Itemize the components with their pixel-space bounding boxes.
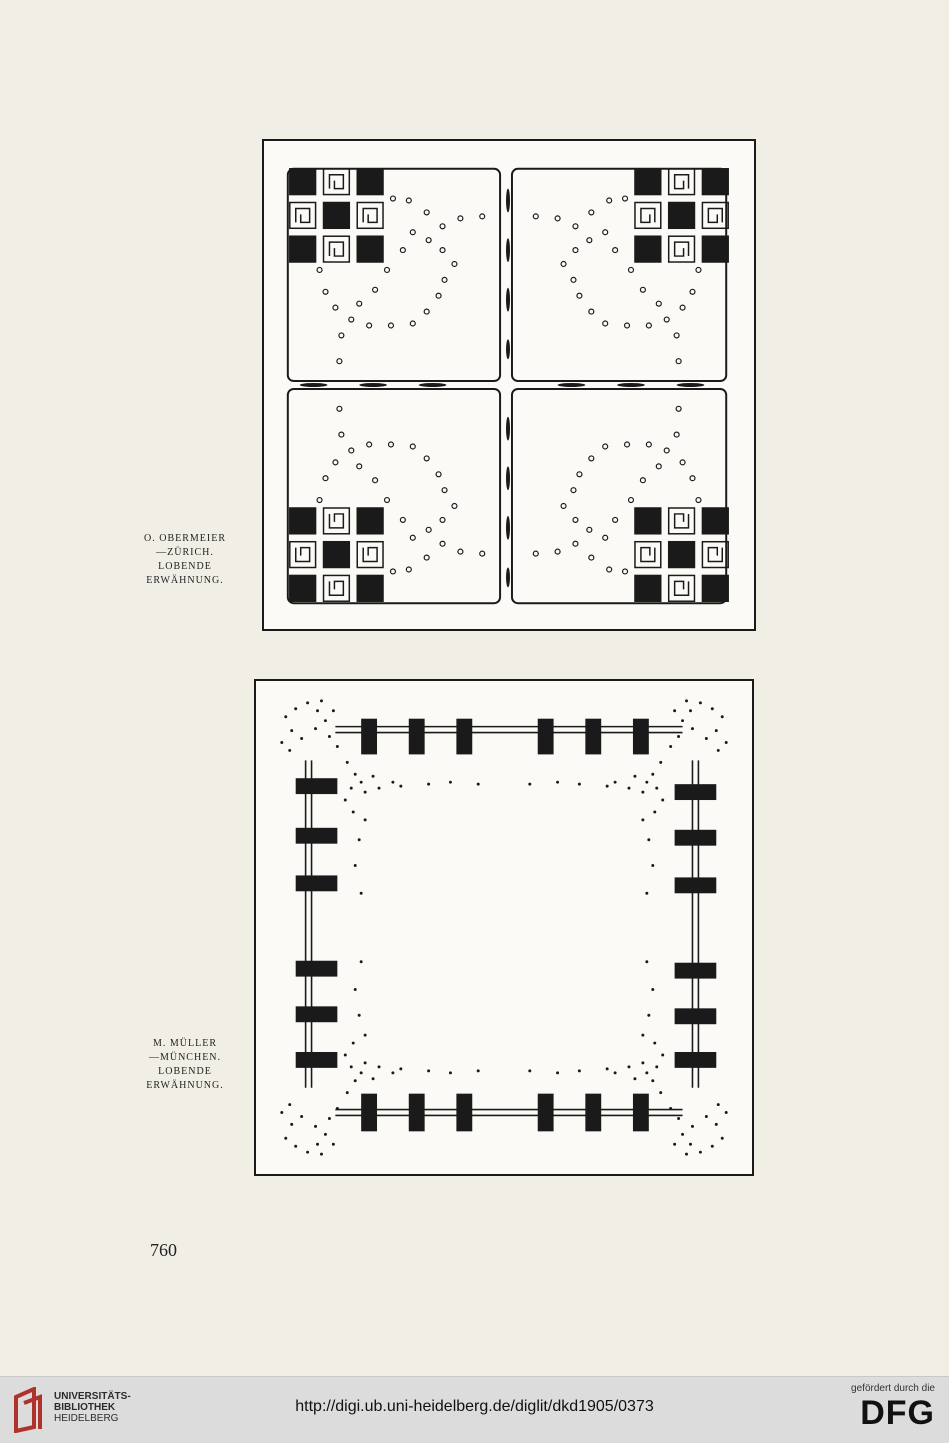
sponsor-label: gefördert durch die [851, 1383, 935, 1394]
logo-line: HEIDELBERG [54, 1413, 119, 1424]
caption-line: ERWÄHNUNG. [146, 1080, 224, 1091]
caption-line: —MÜNCHEN. [148, 1052, 222, 1063]
caption-obermeier: O. OBERMEIER —ZÜRICH. LOBENDE ERWÄHNUNG. [130, 532, 240, 588]
ub-heidelberg-logo-icon [14, 1387, 42, 1433]
pattern-bar-border [280, 699, 728, 1156]
page-number: 760 [150, 1240, 177, 1260]
ub-heidelberg-logo[interactable]: UNIVERSITÄTS- BIBLIOTHEK HEIDELBERG [10, 1387, 131, 1433]
caption-line: LOBENDE [158, 561, 212, 572]
footer-bar: UNIVERSITÄTS- BIBLIOTHEK HEIDELBERG http… [0, 1376, 949, 1443]
permalink-url[interactable]: http://digi.ub.uni-heidelberg.de/diglit/… [295, 1398, 654, 1415]
caption-mueller: M. MÜLLER —MÜNCHEN. LOBENDE ERWÄHNUNG. [130, 1037, 240, 1093]
caption-line: LOBENDE [158, 1066, 212, 1077]
plate-obermeier [262, 139, 756, 631]
caption-line: —ZÜRICH. [156, 547, 214, 558]
caption-line: O. OBERMEIER [144, 533, 226, 544]
caption-line: ERWÄHNUNG. [146, 575, 224, 586]
page: O. OBERMEIER —ZÜRICH. LOBENDE ERWÄHNUNG. [130, 139, 756, 1260]
logo-line: UNIVERSITÄTS- [54, 1391, 131, 1402]
caption-line: M. MÜLLER [153, 1038, 217, 1049]
logo-text: UNIVERSITÄTS- BIBLIOTHEK HEIDELBERG [54, 1391, 131, 1424]
pattern-meander-squares [286, 167, 729, 605]
plate-mueller [254, 679, 754, 1176]
dfg-logo: DFG [860, 1394, 935, 1432]
sponsor-block[interactable]: gefördert durch die DFG [835, 1383, 935, 1432]
logo-line: BIBLIOTHEK [54, 1402, 116, 1413]
